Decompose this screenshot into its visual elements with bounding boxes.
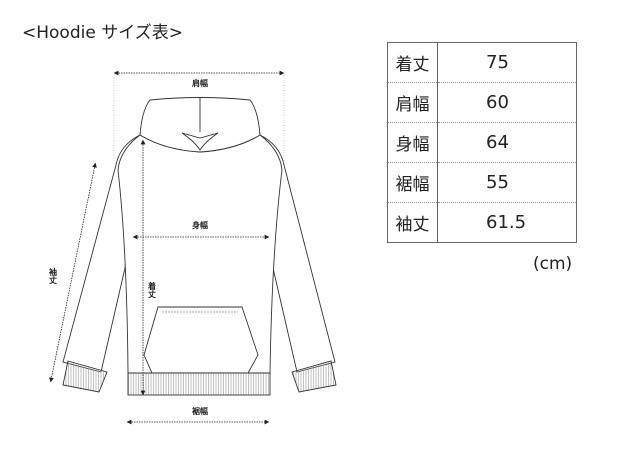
row-label: 着丈 [387,42,438,83]
hem-label: 裾幅 [192,406,208,416]
measurement-arrows [49,70,285,425]
hoodie-outline [62,97,337,396]
sleeve-arrow [49,162,97,383]
body-width-label: 身幅 [192,220,208,230]
row-value: 61.5 [486,212,527,233]
table-row: 袖丈 61.5 [387,202,577,243]
row-value: 64 [437,122,577,163]
length-label: 着丈 [148,281,157,299]
row-value: 55 [437,162,577,203]
sleeve-label: 袖丈 [49,267,58,285]
row-label: 袖丈 [387,202,438,243]
row-label: 身幅 [387,122,438,163]
unit-label: (cm) [533,254,573,274]
hoodie-diagram: 肩幅 身幅 着丈 袖丈 裾幅 [49,70,337,425]
row-label: 肩幅 [387,82,438,123]
shoulder-label: 肩幅 [192,78,208,88]
row-value: 60 [437,82,577,123]
page-title: <Hoodie サイズ表> [22,23,183,43]
row-value: 75 [437,42,577,83]
row-label: 裾幅 [387,162,438,203]
